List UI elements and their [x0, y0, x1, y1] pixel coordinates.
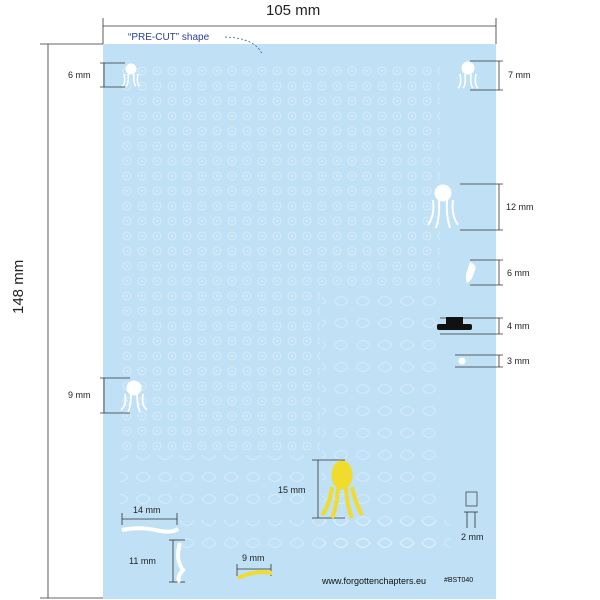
dim-right-4: 4 mm — [507, 321, 530, 331]
footer-url: www.forgottenchapters.eu — [322, 576, 427, 586]
dim-left-top: 6 mm — [68, 70, 91, 80]
height-label: 148 mm — [10, 259, 27, 314]
footer-code: #BST040 — [444, 577, 474, 584]
dim-right-12: 12 mm — [506, 202, 534, 212]
precut-label: “PRE-CUT” shape — [128, 32, 210, 43]
dim-right-top: 7 mm — [508, 70, 531, 80]
dim-bottom-9: 9 mm — [242, 553, 265, 563]
dim-right-6: 6 mm — [507, 268, 530, 278]
dim-bottom-2: 2 mm — [461, 532, 484, 542]
dim-bottom-11: 11 mm — [129, 556, 156, 566]
width-label: 105 mm — [266, 2, 321, 19]
dim-right-3: 3 mm — [507, 356, 530, 366]
dim-left-9: 9 mm — [68, 390, 91, 400]
dim-bottom-14: 14 mm — [133, 505, 161, 515]
dim-gold-15: 15 mm — [278, 485, 306, 495]
